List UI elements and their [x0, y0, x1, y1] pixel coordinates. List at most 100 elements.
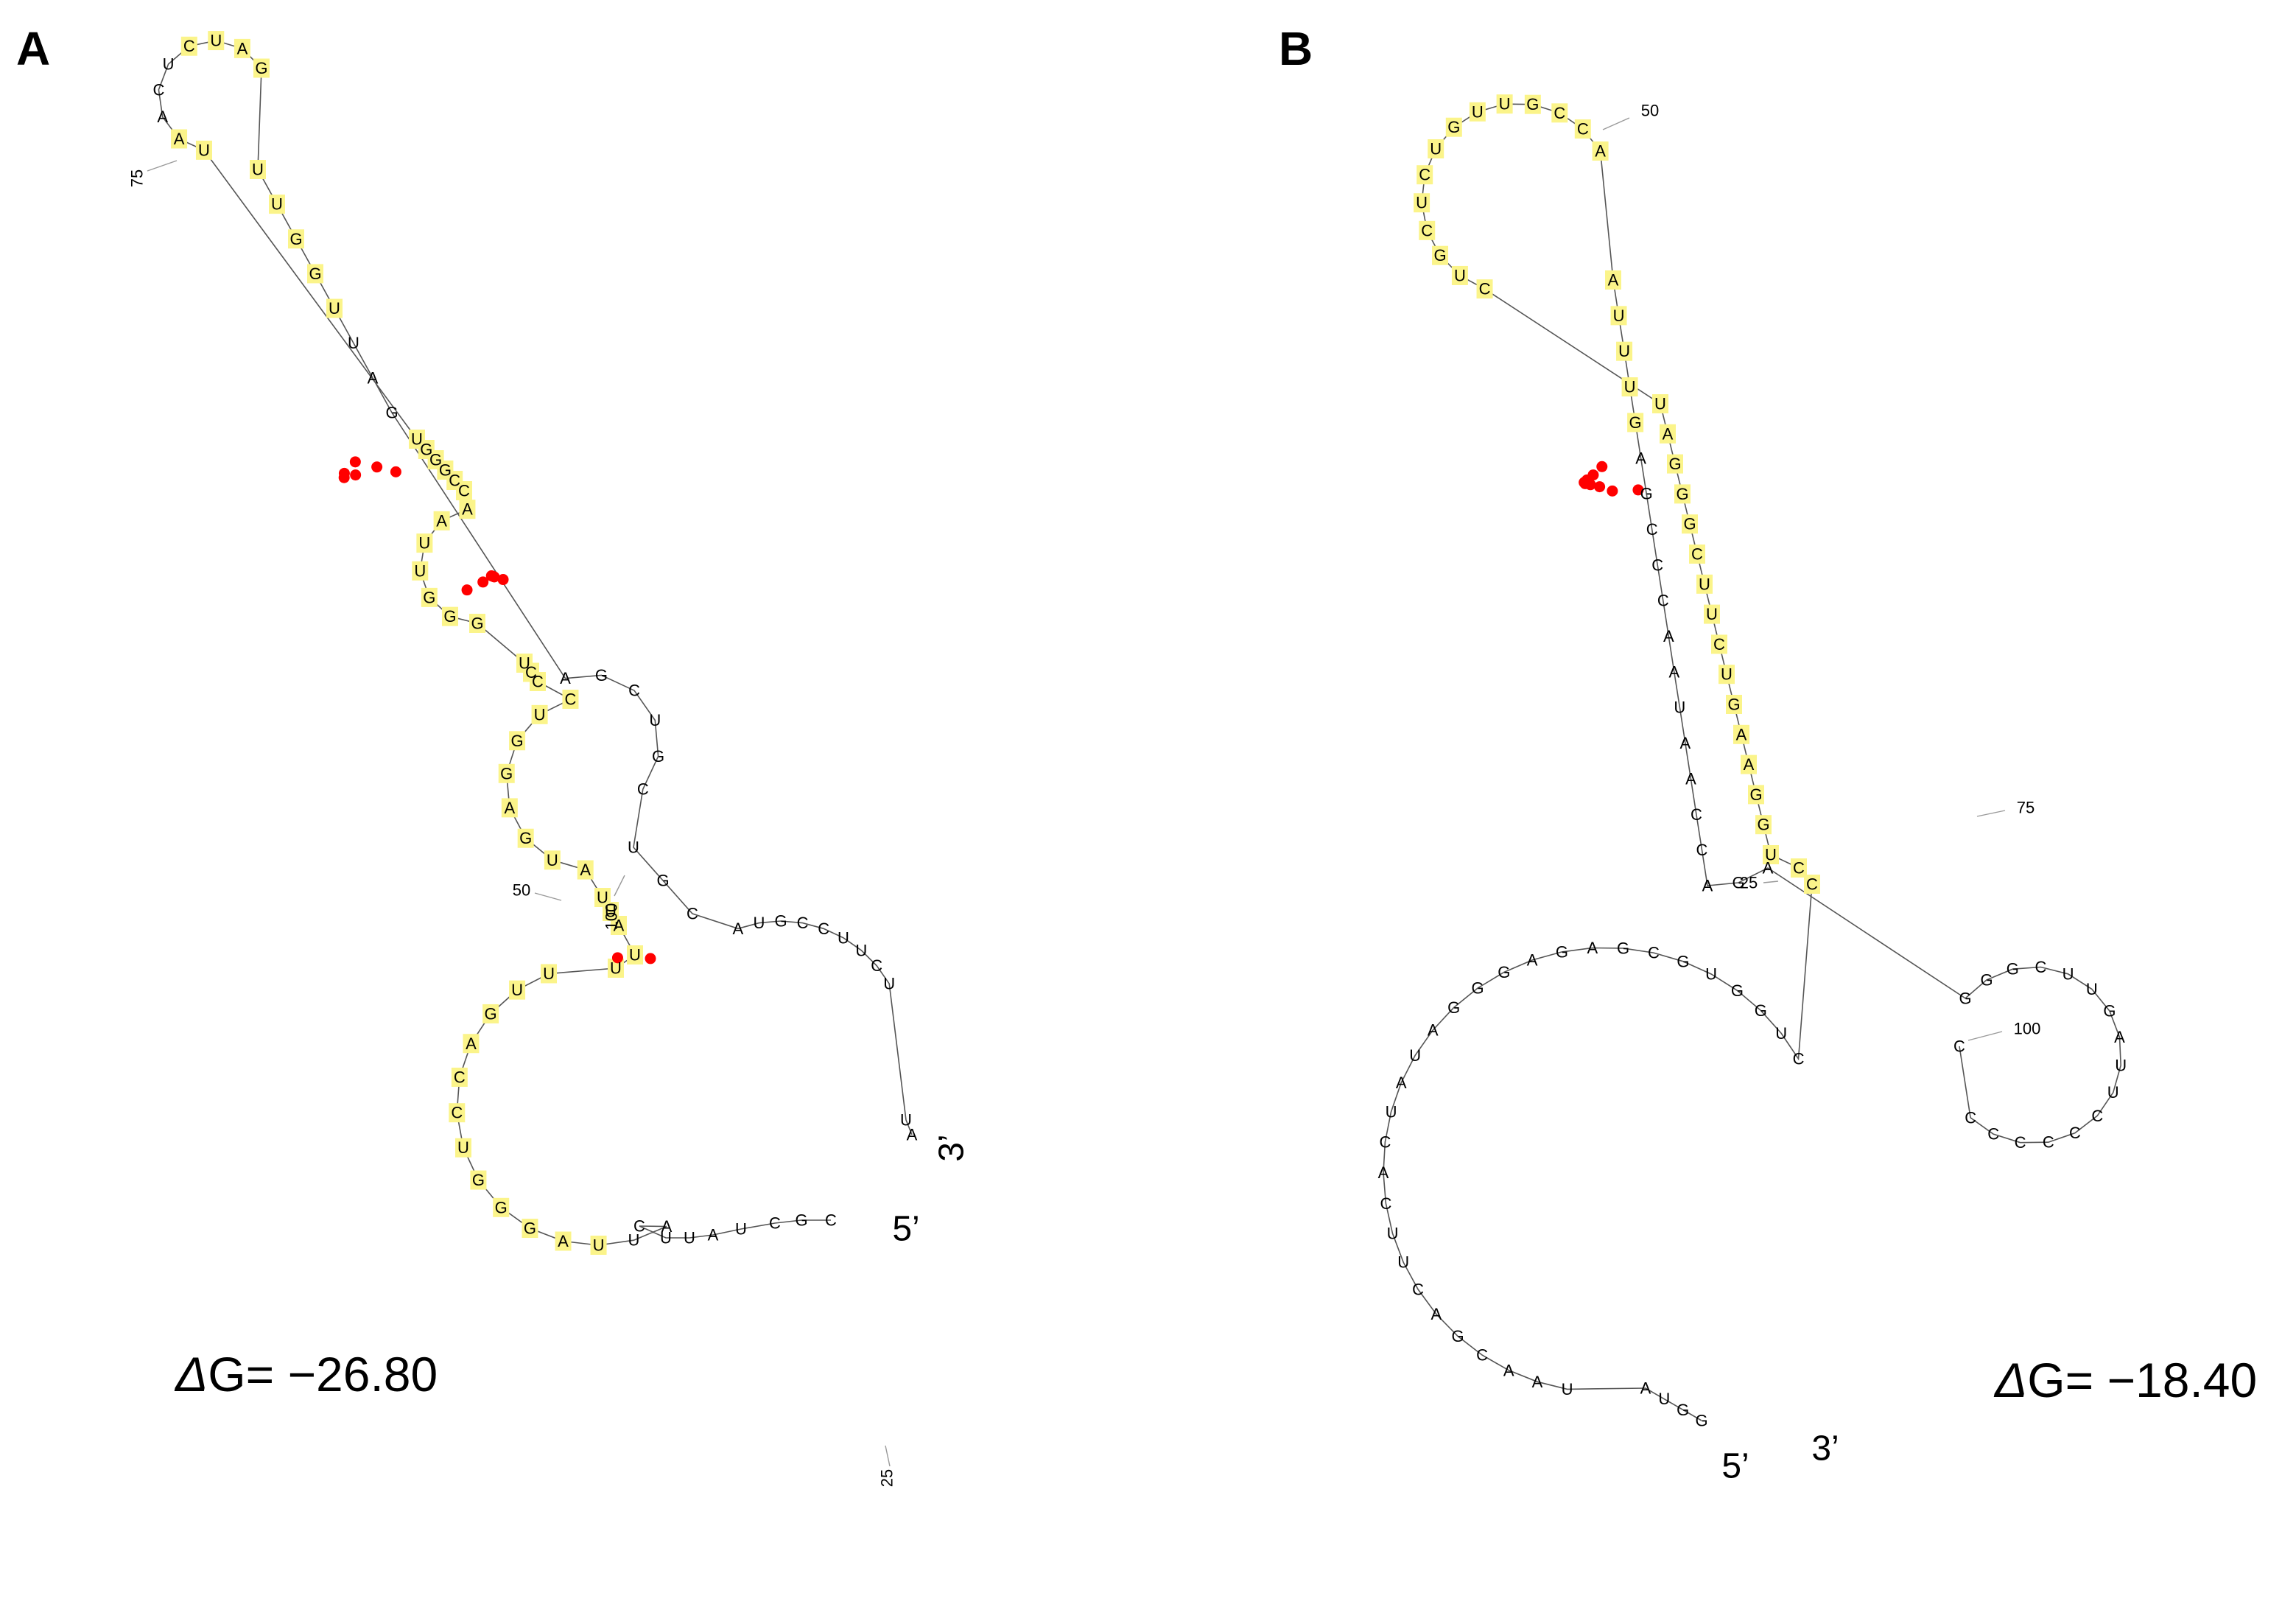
nucleotide: C	[1476, 1345, 1488, 1364]
base-pair-dot	[645, 953, 656, 964]
nucleotide-highlight	[1652, 394, 1668, 413]
nucleotide: U	[900, 1111, 912, 1130]
nucleotide: A	[157, 108, 168, 126]
position-tick	[1967, 1031, 2003, 1041]
nucleotide: U	[649, 711, 661, 729]
base-pair-dot	[488, 571, 500, 583]
nucleotide: U	[605, 903, 617, 921]
nucleotide-highlight	[1667, 454, 1683, 474]
base-pair-dot	[1632, 484, 1644, 496]
nucleotide: A	[1685, 769, 1696, 788]
nucleotide: G	[1526, 95, 1539, 113]
nucleotide: G	[1755, 1001, 1767, 1020]
nucleotide: A	[1428, 1021, 1439, 1040]
nucleotide: G	[1629, 413, 1642, 432]
panel-a-base-pairs	[338, 456, 656, 964]
nucleotide: G	[1727, 696, 1740, 714]
nucleotide: U	[519, 654, 530, 673]
nucleotide: G	[1498, 963, 1510, 981]
nucleotide-highlight	[1627, 413, 1644, 433]
base-pair-dot	[1607, 485, 1618, 497]
nucleotide: A	[1702, 877, 1713, 895]
nucleotide: A	[1378, 1163, 1389, 1182]
nucleotide: U	[1721, 665, 1732, 684]
nucleotide: A	[1595, 142, 1606, 161]
nucleotide: G	[500, 764, 513, 783]
nucleotide: G	[1556, 942, 1568, 961]
nucleotide-highlight	[1696, 574, 1713, 594]
panel-b-three-prime-label: 3’	[1811, 1429, 1839, 1468]
nucleotide: C	[1806, 875, 1818, 894]
nucleotide: G	[385, 404, 398, 422]
base-pair-dot	[611, 952, 623, 964]
nucleotide: A	[174, 130, 185, 148]
nucleotide: U	[1454, 266, 1466, 284]
base-pair-dot	[349, 456, 361, 468]
nucleotide: G	[429, 451, 442, 469]
position-number: 100	[2014, 1020, 2041, 1038]
nucleotide-highlight	[1524, 94, 1541, 114]
nucleotide: C	[449, 472, 460, 490]
nucleotide: U	[1658, 1390, 1670, 1408]
panel-a-delta-g-symbol: Δ	[174, 1347, 208, 1401]
nucleotide: G	[495, 1198, 508, 1216]
nucleotide: C	[183, 37, 195, 55]
nucleotide: U	[2062, 964, 2074, 983]
nucleotide: G	[595, 666, 608, 685]
nucleotide-highlight	[1610, 306, 1627, 326]
position-tick	[614, 875, 625, 897]
nucleotide: A	[1608, 271, 1619, 290]
nucleotide-highlight	[590, 1235, 607, 1255]
nucleotide-highlight	[577, 860, 594, 880]
panel-b-five-prime-label: 5’	[1721, 1447, 1749, 1486]
nucleotide-highlight	[1592, 141, 1609, 161]
nucleotide: C	[637, 780, 649, 799]
nucleotide: C	[565, 690, 577, 709]
position-number: 50	[513, 881, 530, 900]
nucleotide: G	[485, 1004, 497, 1023]
nucleotide: C	[454, 1068, 466, 1086]
nucleotide: C	[1554, 104, 1565, 122]
nucleotide: U	[2086, 980, 2098, 998]
nucleotide-highlight	[1660, 424, 1676, 444]
nucleotide: U	[1499, 95, 1511, 113]
nucleotide: A	[907, 1126, 918, 1144]
nucleotide: C	[1412, 1280, 1424, 1298]
nucleotide: G	[1749, 785, 1762, 804]
nucleotide: C	[687, 905, 698, 923]
position-number: 50	[1641, 102, 1659, 120]
panel-b-delta-g-value: G= −18.40	[2027, 1353, 2257, 1407]
nucleotide: U	[1562, 1380, 1573, 1398]
nucleotide: G	[1617, 939, 1629, 957]
nucleotide-highlight	[498, 763, 515, 783]
nucleotide: U	[348, 334, 359, 352]
nucleotide-highlight	[451, 1067, 468, 1087]
nucleotide: G	[1677, 952, 1689, 970]
nucleotide: U	[210, 32, 222, 50]
nucleotide: U	[1654, 395, 1666, 413]
nucleotide: C	[1793, 859, 1805, 878]
nucleotide: C	[818, 920, 829, 938]
nucleotide: U	[684, 1229, 695, 1247]
nucleotide: G	[1451, 1327, 1464, 1345]
nucleotide-highlight	[1741, 755, 1757, 774]
nucleotide: U	[1387, 1225, 1399, 1243]
position-number: 75	[2017, 799, 2035, 817]
panel-b-delta-g-symbol: Δ	[1993, 1353, 2027, 1407]
nucleotide: C	[451, 1104, 463, 1122]
nucleotide: A	[1663, 424, 1674, 443]
base-pair-dot	[461, 584, 473, 596]
nucleotide: C	[1646, 520, 1658, 539]
nucleotide: C	[1419, 166, 1430, 184]
nucleotide: A	[436, 511, 447, 530]
panel-b-highlights	[1414, 94, 1820, 894]
nucleotide: U	[1674, 699, 1685, 717]
nucleotide-highlight	[509, 980, 526, 1000]
nucleotide-highlight	[1674, 484, 1691, 504]
nucleotide: G	[774, 912, 787, 931]
nucleotide-highlight	[594, 888, 611, 907]
nucleotide: U	[252, 161, 264, 179]
nucleotide: G	[1447, 118, 1460, 136]
nucleotide-highlight	[307, 264, 323, 284]
